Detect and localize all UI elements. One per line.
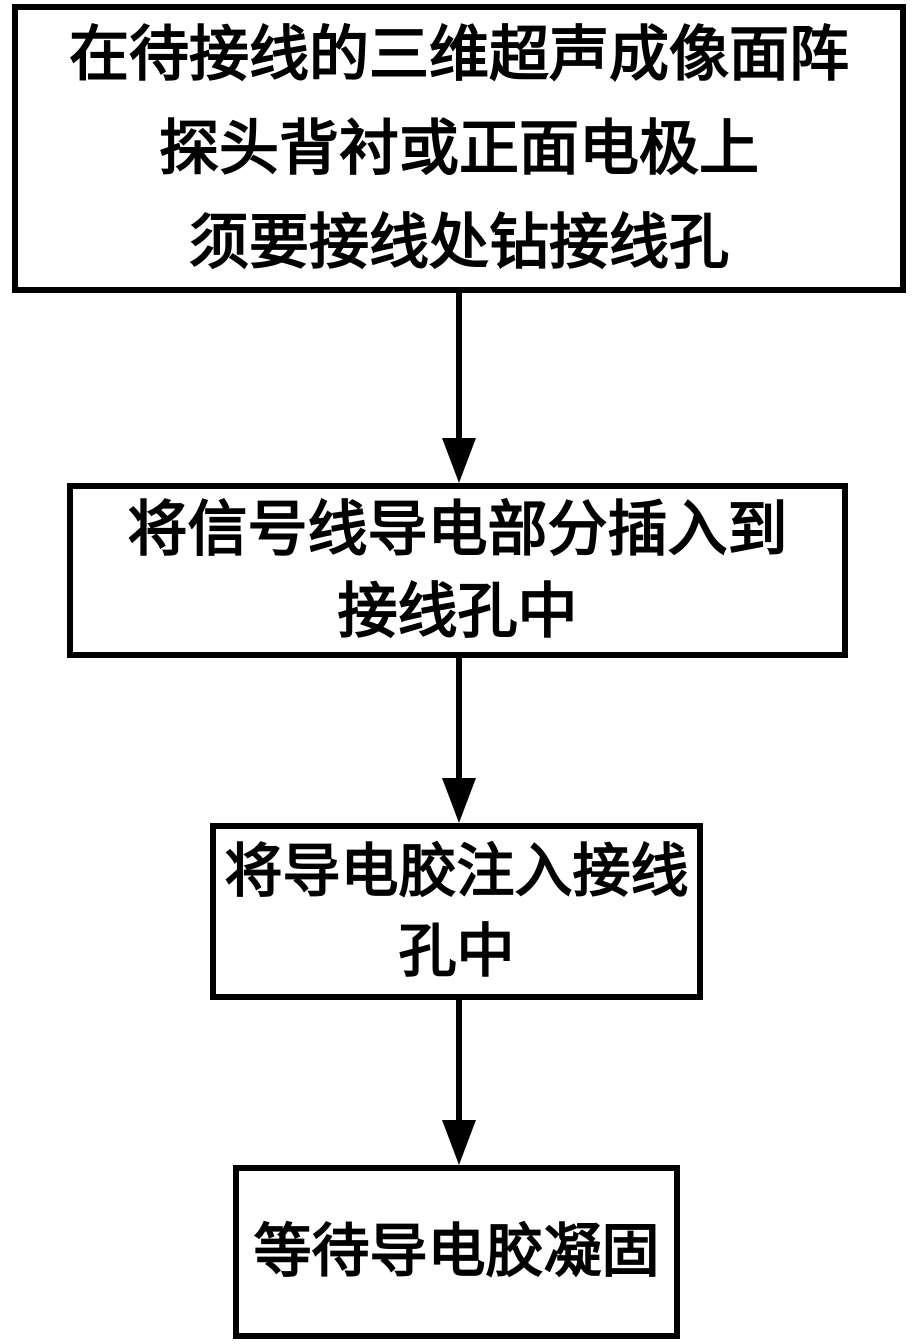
arrow-stem	[456, 293, 462, 440]
flow-step-1-line-1: 在待接线的三维超声成像面阵	[69, 21, 849, 88]
flow-step-3-line-1: 将导电胶注入接线	[224, 838, 689, 904]
arrow-step1-to-step2	[442, 293, 476, 483]
arrow-stem	[456, 658, 462, 780]
arrow-step2-to-step3	[442, 658, 476, 823]
arrow-stem	[456, 1000, 462, 1122]
flow-step-3-line-2: 孔中	[398, 918, 515, 984]
flow-step-1-line-3: 须要接线处钻接线孔	[189, 209, 729, 276]
flow-step-1-line-2: 探头背衬或正面电极上	[159, 115, 759, 182]
arrow-step3-to-step4	[442, 1000, 476, 1165]
flow-step-2: 将信号线导电部分插入到 接线孔中	[67, 483, 848, 658]
flow-step-1: 在待接线的三维超声成像面阵 探头背衬或正面电极上 须要接线处钻接线孔	[12, 4, 906, 293]
arrow-head-down-icon	[442, 778, 476, 823]
flow-step-4: 等待导电胶凝固	[233, 1165, 680, 1339]
arrow-head-down-icon	[442, 438, 476, 483]
flow-step-2-line-2: 接线孔中	[337, 578, 578, 645]
flow-step-2-line-1: 将信号线导电部分插入到	[127, 496, 788, 563]
arrow-head-down-icon	[442, 1120, 476, 1165]
flow-step-4-line-1: 等待导电胶凝固	[253, 1219, 660, 1284]
flow-step-3: 将导电胶注入接线 孔中	[210, 823, 703, 1000]
